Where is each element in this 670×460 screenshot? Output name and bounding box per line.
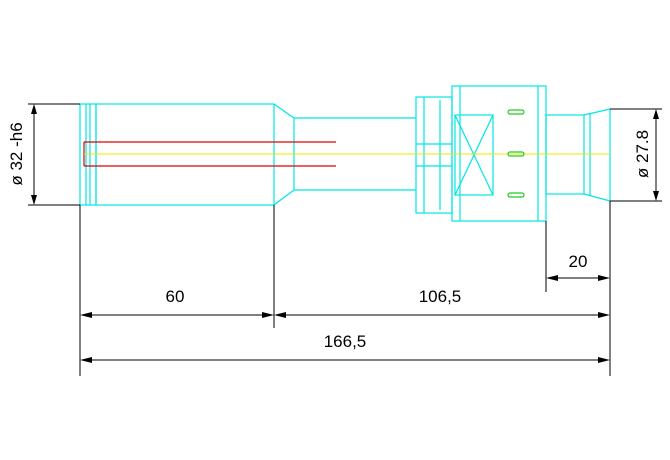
slots <box>507 109 525 198</box>
diameter-right-label: ø 27.8 <box>633 130 652 178</box>
diameter-left-label: ø 32 -h6 <box>7 122 26 185</box>
arrowheads <box>31 104 659 363</box>
length-nose-label: 20 <box>569 252 588 271</box>
length-left-label: 60 <box>166 287 185 306</box>
length-total-label: 166,5 <box>324 332 367 351</box>
length-right-label: 106,5 <box>419 287 462 306</box>
